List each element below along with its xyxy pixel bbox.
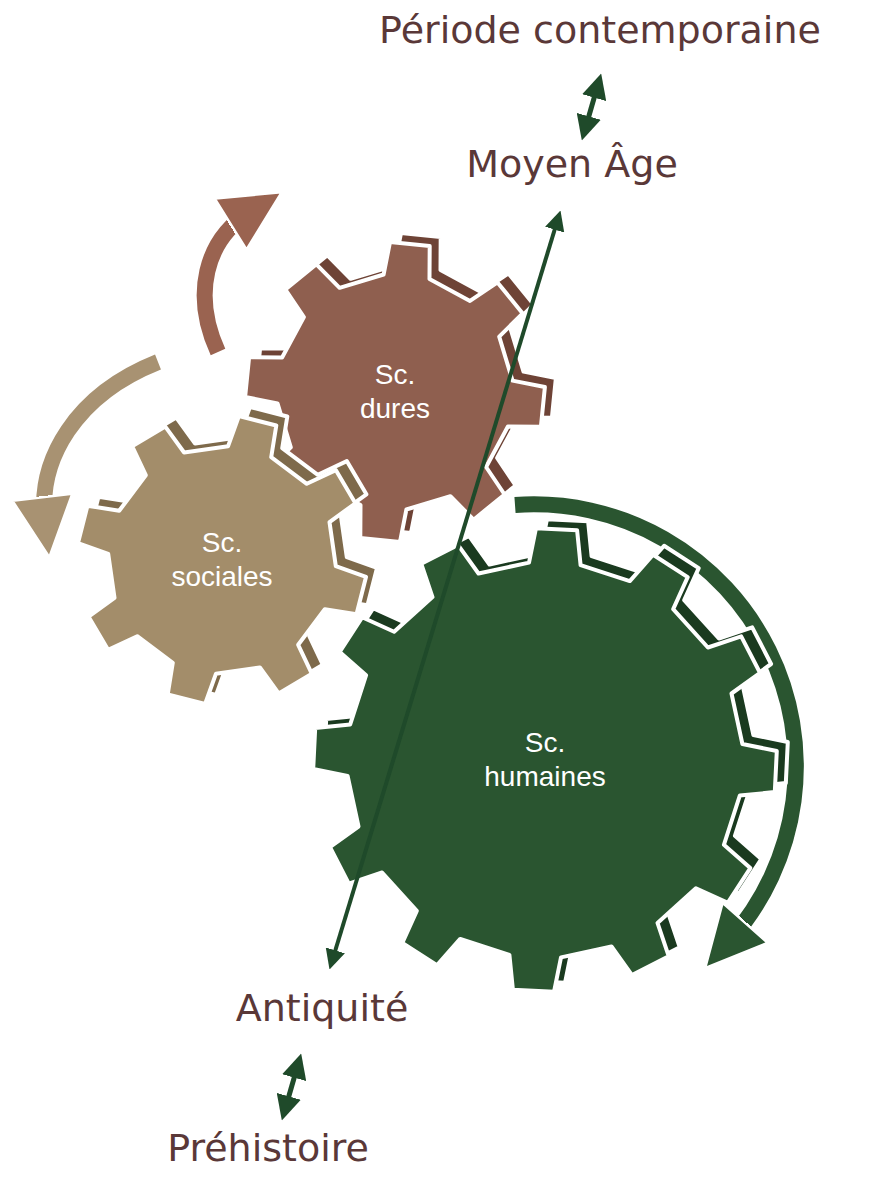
period-label: Moyen Âge [466,142,678,186]
period-label: Période contemporaine [379,8,821,52]
gear-node: Sc. sociales [57,395,387,725]
gear-node: Sc. humaines [293,508,797,1012]
period-label: Préhistoire [167,1126,369,1170]
gear-label: Sc. dures [360,358,430,425]
gear-label: Sc. humaines [484,726,605,793]
period-label: Antiquité [236,986,409,1030]
gear-label: Sc. sociales [171,526,272,593]
gear-shape [293,508,797,1012]
double-arrow [286,1068,297,1106]
double-arrow [586,88,597,126]
rotation-arrow [205,212,250,352]
gear-shape [57,395,387,725]
